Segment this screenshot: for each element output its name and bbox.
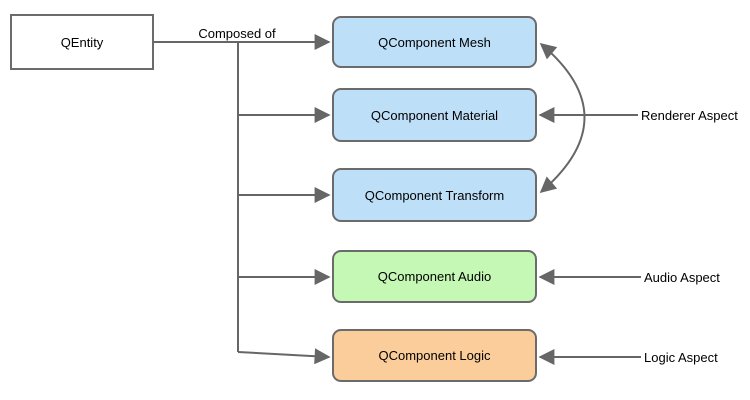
node-qentity-label: QEntity (60, 34, 104, 50)
node-qcomponent-mesh: QComponent Mesh (332, 16, 537, 68)
label-logic-aspect: Logic Aspect (644, 350, 718, 365)
node-qcomponent-audio: QComponent Audio (332, 250, 537, 303)
label-renderer-aspect: Renderer Aspect (641, 108, 738, 123)
node-qcomponent-audio-label: QComponent Audio (377, 269, 492, 284)
edge-label-composed-of: Composed of (198, 26, 276, 41)
node-qcomponent-material: QComponent Material (332, 88, 537, 142)
node-qcomponent-material-label: QComponent Material (370, 107, 499, 123)
node-qentity: QEntity (10, 14, 154, 70)
node-qcomponent-logic: QComponent Logic (332, 329, 537, 382)
node-qcomponent-transform: QComponent Transform (332, 168, 537, 222)
node-qcomponent-mesh-label: QComponent Mesh (378, 34, 491, 50)
label-audio-aspect: Audio Aspect (644, 270, 720, 285)
node-qcomponent-transform-label: QComponent Transform (364, 187, 505, 203)
node-qcomponent-logic-label: QComponent Logic (378, 348, 491, 363)
